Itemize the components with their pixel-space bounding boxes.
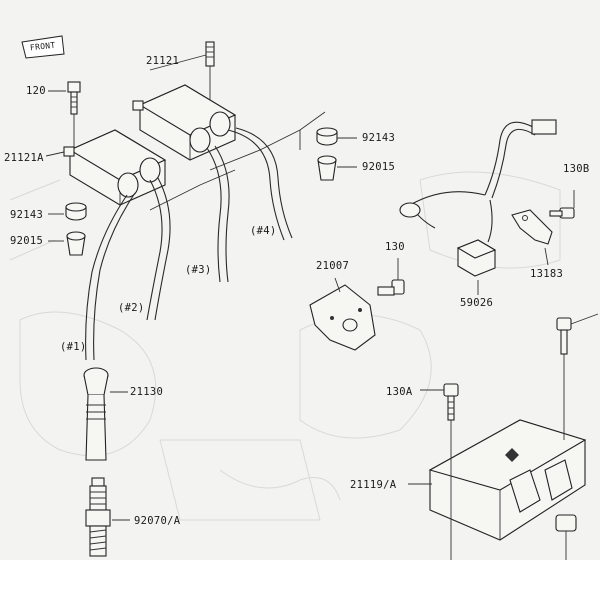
plug-cap-21130 [83, 367, 128, 461]
pickup-harness [409, 119, 557, 243]
bolt-130b [549, 190, 575, 219]
label-cyl4: (#4) [250, 225, 277, 237]
bush-92015-right [317, 155, 337, 181]
label-130a: 130A [386, 386, 413, 398]
label-cyl2: (#2) [118, 302, 145, 314]
plug-wires [85, 127, 293, 361]
label-21130: 21130 [130, 386, 164, 398]
label-21121a: 21121A [4, 152, 44, 164]
igniter-21119a [408, 419, 587, 541]
upper-coil-stud [205, 41, 215, 110]
ignition-coil-lower [63, 129, 167, 206]
spark-plug-92070a [85, 477, 130, 557]
parts-diagram: FRONT 21121 120 21121A 92143 92015 92143… [0, 0, 600, 560]
label-21119a: 21119/A [350, 479, 397, 491]
label-13183: 13183 [530, 268, 564, 280]
timing-rotor-21007 [309, 277, 376, 351]
label-92015-right: 92015 [362, 161, 396, 173]
label-21121: 21121 [146, 55, 180, 67]
collar-right [555, 514, 577, 560]
label-cyl1: (#1) [60, 341, 87, 353]
label-cyl3: (#3) [185, 264, 212, 276]
pickup-coil-59026 [456, 239, 497, 295]
label-130: 130 [385, 241, 405, 253]
label-92015-left: 92015 [10, 235, 44, 247]
washer-92143-right [316, 127, 338, 146]
label-21007: 21007 [316, 260, 350, 272]
ignition-coil-upper [132, 84, 237, 161]
label-130b: 130B [563, 163, 590, 175]
bush-92015-left [66, 231, 86, 256]
label-92143-right: 92143 [362, 132, 396, 144]
bolt-130 [377, 258, 405, 296]
washer-92143-left [65, 202, 87, 221]
label-92070a: 92070/A [134, 515, 181, 527]
bolt-right-edge [556, 313, 599, 440]
label-120: 120 [26, 85, 46, 97]
diagram-drawing [9, 35, 599, 560]
grommet [399, 202, 421, 218]
bolt-120 [67, 81, 81, 150]
front-arrow-icon [21, 35, 65, 59]
bolt-130a [420, 383, 459, 560]
label-59026: 59026 [460, 297, 494, 309]
bracket-13183 [511, 209, 553, 266]
label-92143-left: 92143 [10, 209, 44, 221]
